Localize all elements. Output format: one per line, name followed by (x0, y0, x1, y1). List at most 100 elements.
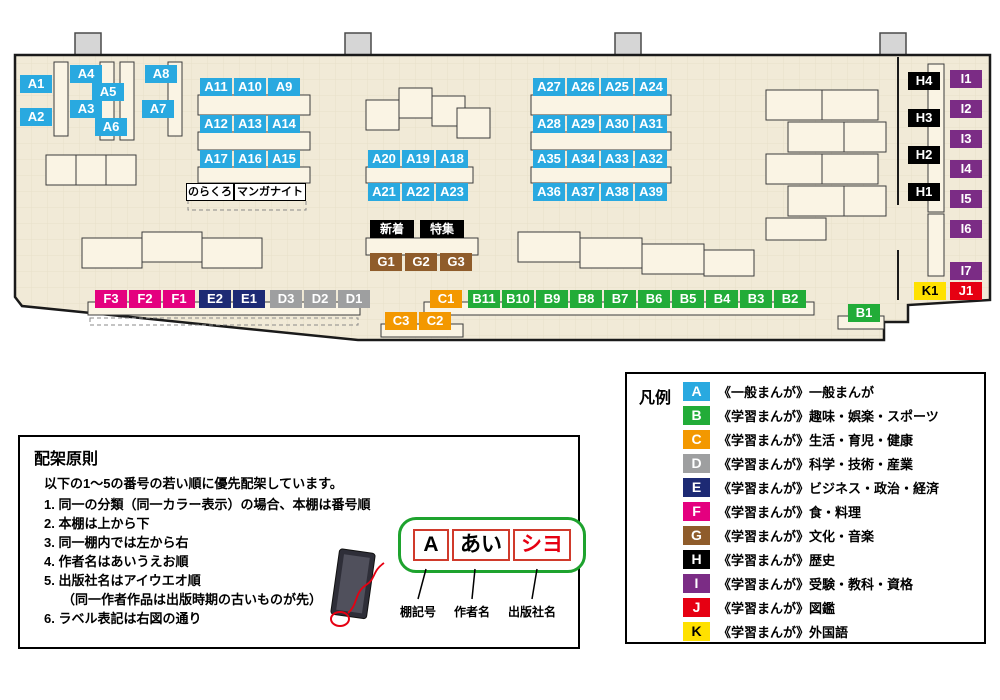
legend-chip-I: I (683, 573, 710, 593)
label-segment: A (413, 529, 449, 561)
legend-label: 《学習まんが》図鑑 (718, 600, 836, 616)
magnify-squiggle (347, 562, 385, 614)
label-caption-author-name: 作者名 (454, 605, 491, 619)
shelf-tag-I7: I7 (950, 262, 982, 280)
shelf-tag-A6: A6 (95, 118, 127, 136)
shelf-tag-H2: H2 (908, 146, 940, 164)
shelf-tag-H3: H3 (908, 109, 940, 127)
shelf-tag-B10: B10 (502, 290, 534, 308)
shelf-tag-C1: C1 (430, 290, 462, 308)
legend-row-D: D《学習まんが》科学・技術・産業 (683, 451, 939, 475)
shelf-tag-A27: A27 (533, 78, 565, 96)
shelf-tag-E2: E2 (199, 290, 231, 308)
principles-panel: 配架原則 以下の1〜5の番号の若い順に優先配架しています。 1. 同一の分類（同… (18, 435, 586, 649)
legend-row-F: F《学習まんが》食・料理 (683, 499, 939, 523)
shelf-tag-B3: B3 (740, 290, 772, 308)
shelf-tag-A33: A33 (601, 150, 633, 168)
principles-title: 配架原則 (34, 451, 99, 468)
shelf-tag-F2: F2 (129, 290, 161, 308)
legend-label: 《学習まんが》科学・技術・産業 (718, 456, 914, 472)
shelf-tag-shinchaku: 新着 (370, 220, 414, 238)
shelf-tag-D2: D2 (304, 290, 336, 308)
shelf-tag-B6: B6 (638, 290, 670, 308)
legend-chip-A: A (683, 381, 710, 401)
shelf-tag-A29: A29 (567, 115, 599, 133)
shelf-tag-B1: B1 (848, 304, 880, 322)
label-segment: シヨ (513, 529, 571, 561)
shelf-tag-A13: A13 (234, 115, 266, 133)
legend-chip-C: C (683, 429, 710, 449)
shelf-tag-A21: A21 (368, 183, 400, 201)
shelf-tag-A8: A8 (145, 65, 177, 83)
shelf-tag-A4: A4 (70, 65, 102, 83)
shelf-tag-H4: H4 (908, 72, 940, 90)
shelf-tag-A7: A7 (142, 100, 174, 118)
shelf-tag-A14: A14 (268, 115, 300, 133)
shelf-tag-G1: G1 (370, 253, 402, 271)
shelf-tag-G2: G2 (405, 253, 437, 271)
label-caption-shelf-code: 棚記号 (400, 605, 437, 619)
legend-row-K: K《学習まんが》外国語 (683, 619, 939, 643)
legend-row-B: B《学習まんが》趣味・娯楽・スポーツ (683, 403, 939, 427)
legend-label: 《学習まんが》文化・音楽 (718, 528, 875, 544)
shelf-tag-A16: A16 (234, 150, 266, 168)
shelf-tag-I2: I2 (950, 100, 982, 118)
legend-chip-H: H (683, 549, 710, 569)
legend-chip-K: K (683, 621, 710, 641)
legend-row-I: I 《学習まんが》受験・教科・資格 (683, 571, 939, 595)
shelf-tag-A26: A26 (567, 78, 599, 96)
shelf-tag-A23: A23 (436, 183, 468, 201)
shelf-tag-A32: A32 (635, 150, 667, 168)
shelf-tag-A18: A18 (436, 150, 468, 168)
shelf-tag-H1: H1 (908, 183, 940, 201)
shelf-tag-B2: B2 (774, 290, 806, 308)
legend-row-G: G 《学習まんが》文化・音楽 (683, 523, 939, 547)
shelf-tag-A35: A35 (533, 150, 565, 168)
legend-row-J: J 《学習まんが》図鑑 (683, 595, 939, 619)
shelf-tag-B5: B5 (672, 290, 704, 308)
legend-row-C: C《学習まんが》生活・育児・健康 (683, 427, 939, 451)
legend-chip-B: B (683, 405, 710, 425)
shelf-tag-A36: A36 (533, 183, 565, 201)
shelf-tag-B4: B4 (706, 290, 738, 308)
shelf-tag-A19: A19 (402, 150, 434, 168)
label-leader-lines (417, 568, 538, 600)
shelf-tag-F3: F3 (95, 290, 127, 308)
shelf-tag-A25: A25 (601, 78, 633, 96)
shelf-tag-A17: A17 (200, 150, 232, 168)
principle-item: 1. 同一の分類（同一カラー表示）の場合、本棚は番号順 (44, 497, 371, 512)
legend-label: 《学習まんが》歴史 (718, 552, 836, 568)
shelf-tag-A39: A39 (635, 183, 667, 201)
shelf-tag-I1: I1 (950, 70, 982, 88)
shelf-tag-A3: A3 (70, 100, 102, 118)
principle-note: （同一作者作品は出版時期の古いものが先） (62, 592, 323, 607)
shelf-tag-A24: A24 (635, 78, 667, 96)
shelf-tag-A31: A31 (635, 115, 667, 133)
shelf-tag-A10: A10 (234, 78, 266, 96)
shelf-tag-B11: B11 (468, 290, 500, 308)
legend-chip-G: G (683, 525, 710, 545)
shelf-tag-A34: A34 (567, 150, 599, 168)
shelf-tag-B8: B8 (570, 290, 602, 308)
shelf-tag-I5: I5 (950, 190, 982, 208)
principles-intro: 以下の1〜5の番号の若い順に優先配架しています。 (44, 476, 343, 491)
label-highlight-circle (330, 611, 350, 627)
legend-chip-J: J (683, 597, 710, 617)
shelf-tag-A30: A30 (601, 115, 633, 133)
legend-label: 《学習まんが》受験・教科・資格 (718, 576, 914, 592)
legend-chip-E: E (683, 477, 710, 497)
label-caption-publisher-name: 出版社名 (508, 605, 557, 619)
shelf-tag-manga-night: マンガナイト (234, 183, 306, 201)
principle-item: 6. ラベル表記は右図の通り (44, 611, 202, 626)
shelf-tag-F1: F1 (163, 290, 195, 308)
shelf-tag-A9: A9 (268, 78, 300, 96)
shelf-tag-A37: A37 (567, 183, 599, 201)
shelf-tag-A28: A28 (533, 115, 565, 133)
shelf-tag-I3: I3 (950, 130, 982, 148)
shelf-tag-norakuro: のらくろ (186, 183, 234, 201)
shelf-tag-A5: A5 (92, 83, 124, 101)
